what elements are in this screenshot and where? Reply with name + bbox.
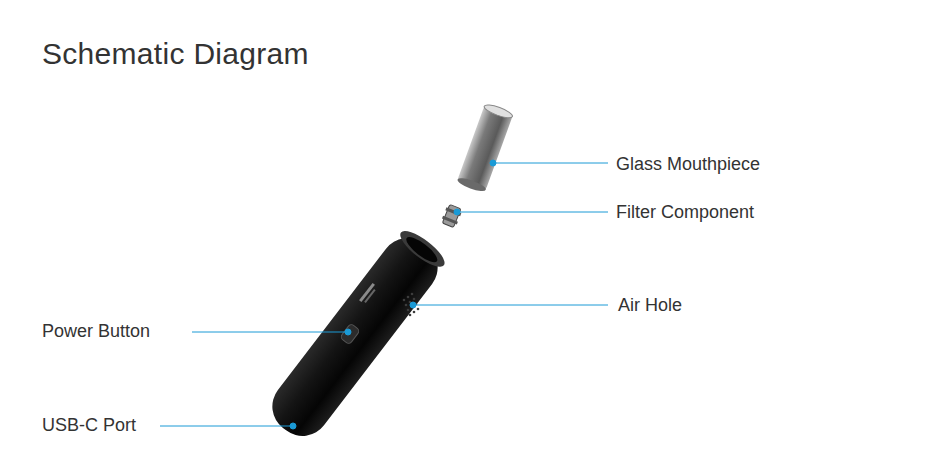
power-button-icon [340,323,360,345]
diagram-title: Schematic Diagram [42,37,309,71]
glass-mouthpiece-icon [456,102,514,193]
brand-mark [359,283,378,305]
part-label: USB-C Port [42,414,136,436]
part-label: Power Button [42,320,150,342]
part-label: Filter Component [616,201,754,223]
device-body [262,224,451,447]
filter-component-icon [440,204,462,229]
leader-lines [160,160,608,429]
part-label: Glass Mouthpiece [616,153,760,175]
part-label: Air Hole [618,294,682,316]
